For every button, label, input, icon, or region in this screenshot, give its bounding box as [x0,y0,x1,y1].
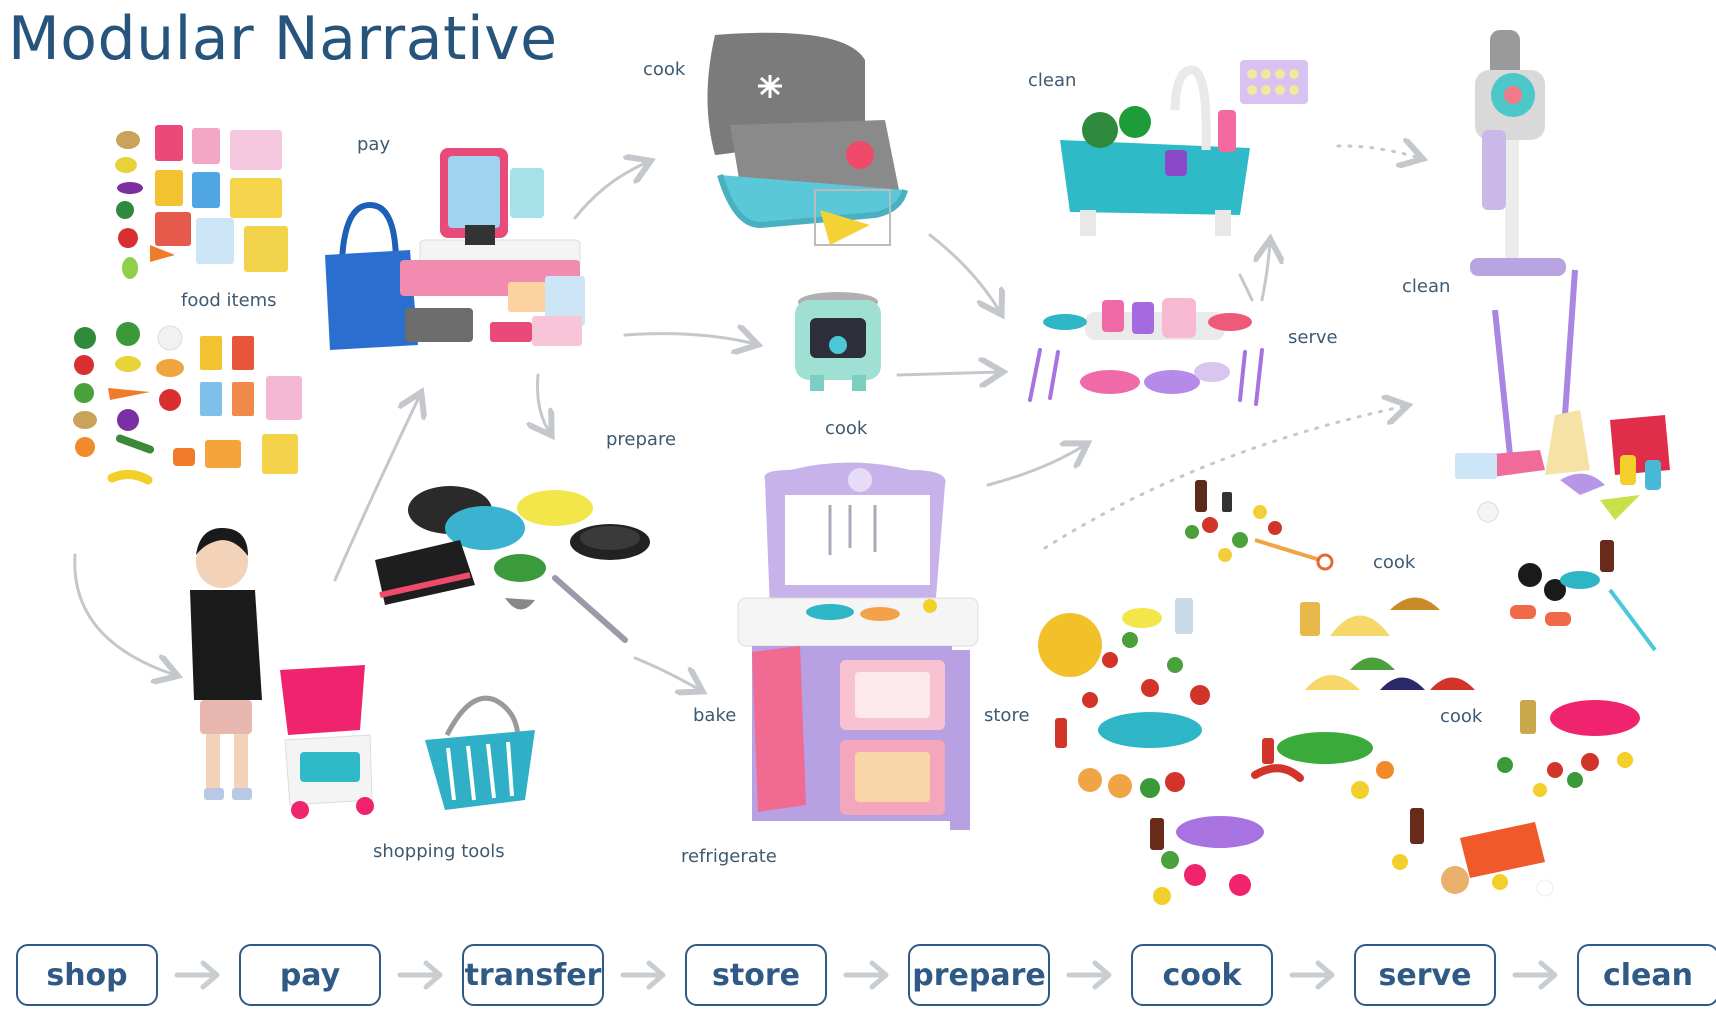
arrow-right-icon [620,960,666,990]
step-pay: pay [239,944,381,1006]
step-store: store [685,944,827,1006]
dish-set-illustration [1028,298,1264,406]
label-cook-grill: cook [643,59,686,80]
produce-illustration [73,322,302,485]
cooking-food-sets-illustration [1038,480,1657,905]
vacuum-illustration [1470,30,1566,276]
arrow-right-icon [397,960,443,990]
cookware-illustration [375,486,650,643]
label-pay: pay [357,134,391,155]
label-cook-food-1: cook [1373,552,1416,573]
child-with-cart-illustration [190,528,374,819]
sink-illustration [1060,60,1308,236]
label-cook-food-2: cook [1440,706,1483,727]
cleaning-set-illustration [1455,269,1670,523]
label-clean-sink: clean [1028,70,1077,91]
step-prepare: prepare [908,944,1050,1006]
label-prepare: prepare [606,429,677,450]
label-serve: serve [1288,327,1338,348]
pressure-cooker-illustration [795,292,881,391]
step-transfer: transfer [462,944,604,1006]
shopping-basket-illustration [425,695,535,810]
arrow-right-icon [1066,960,1112,990]
grill-illustration [707,32,908,246]
label-shopping-tools: shopping tools [373,841,505,862]
food-items-illustration [115,125,288,279]
page-title: Modular Narrative [8,4,558,74]
cash-register-illustration [325,148,585,350]
label-clean-vacuum: clean [1402,276,1451,297]
step-cook: cook [1131,944,1273,1006]
label-cook-pot: cook [825,418,868,439]
label-food-items: food items [181,290,277,311]
arrow-right-icon [843,960,889,990]
arrow-right-icon [1289,960,1335,990]
step-serve: serve [1354,944,1496,1006]
label-store: store [984,705,1030,726]
play-kitchen-illustration [737,462,979,830]
step-shop: shop [16,944,158,1006]
label-refrigerate: refrigerate [681,846,777,867]
step-clean: clean [1577,944,1716,1006]
arrow-right-icon [1512,960,1558,990]
label-bake: bake [693,705,737,726]
arrow-right-icon [174,960,220,990]
